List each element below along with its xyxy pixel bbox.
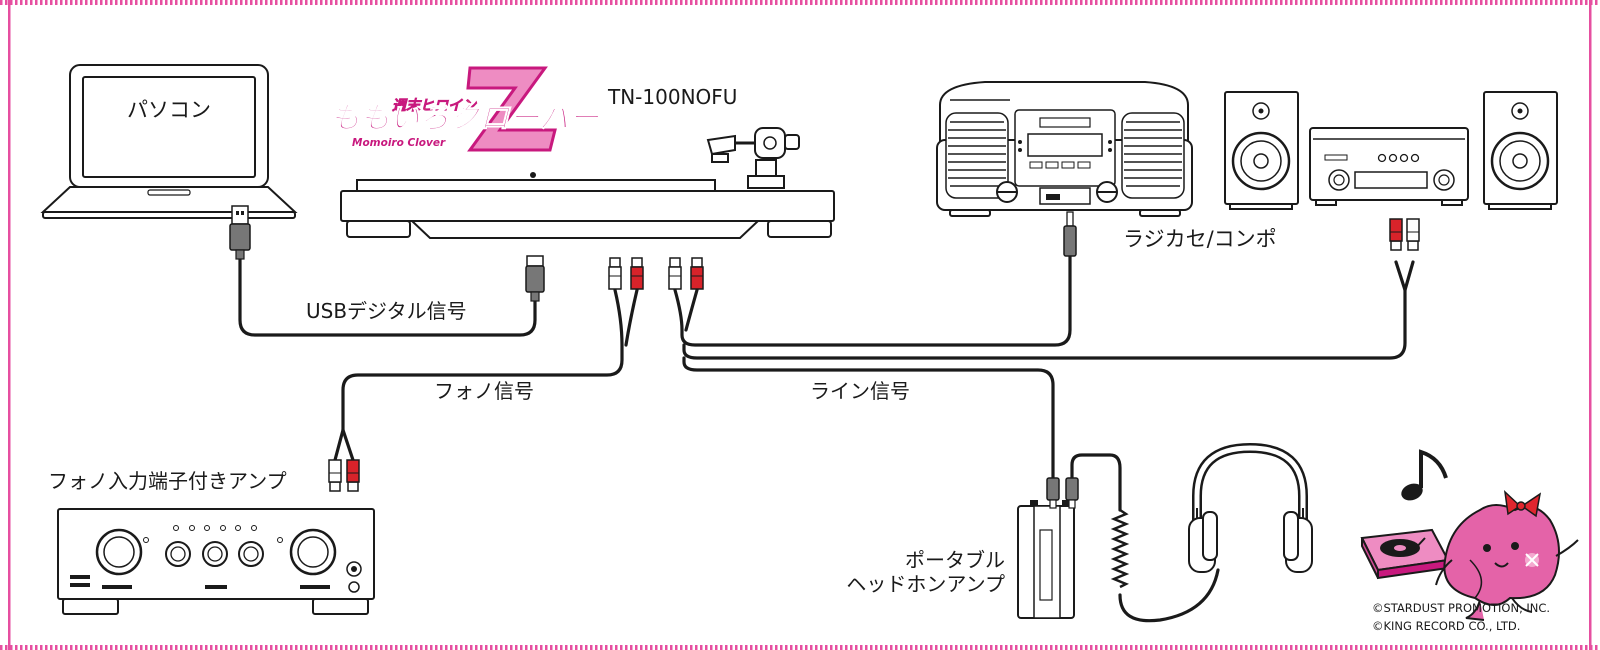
headphones-device	[1188, 442, 1313, 573]
momoclo-logo: 週末ヒロイン ももいろクローバー Momoiro Clover	[330, 66, 601, 152]
line-rca-plugs	[668, 257, 704, 290]
line-cable	[673, 254, 1415, 480]
pc-label: パソコン	[127, 98, 211, 122]
radio-label: ラジカセ/コンポ	[1123, 227, 1277, 251]
radio-cassette-device: ラジカセ/コンポ	[936, 81, 1277, 251]
usb-cable	[238, 256, 537, 337]
headphone-cable	[1070, 453, 1220, 623]
mascot-illustration	[1360, 449, 1579, 621]
copyright-line-2: ©KING RECORD CO., LTD.	[1372, 619, 1520, 633]
amp-rca-plugs	[328, 459, 360, 492]
portable-amp-label-2: ヘッドホンアンプ	[846, 572, 1005, 596]
logo-top-text: 週末ヒロイン	[392, 97, 477, 114]
amp-label: フォノ入力端子付きアンプ	[48, 469, 287, 493]
phono-amp-device: フォノ入力端子付きアンプ	[48, 469, 375, 615]
portable-headphone-amp-device: ポータブル ヘッドホンアンプ	[846, 500, 1075, 619]
portable-amp-label-1: ポータブル	[905, 548, 1005, 572]
ribbon-bow-icon	[1503, 490, 1542, 518]
phono-signal-label: フォノ信号	[434, 379, 534, 403]
radio-minijack	[1063, 211, 1077, 257]
copyright-line-1: ©STARDUST PROMOTION, INC.	[1372, 601, 1550, 615]
logo-main-text: ももいろクローバー	[330, 101, 600, 136]
phono-cable	[333, 288, 639, 462]
logo-sub-text: Momoiro Clover	[352, 137, 446, 149]
mini-turntable-icon	[1360, 528, 1450, 580]
portable-amp-minijacks	[1046, 477, 1079, 509]
laptop-device: パソコン	[40, 64, 298, 219]
music-note-icon	[1401, 449, 1448, 501]
usb-plug	[229, 205, 251, 260]
line-signal-label: ライン信号	[810, 379, 910, 403]
stereo-component-device	[1224, 91, 1558, 210]
usb-signal-label: USBデジタル信号	[306, 299, 467, 323]
component-rca-plugs	[1389, 218, 1420, 251]
model-name: TN-100NOFU	[607, 85, 737, 109]
turntable-device: TN-100NOFU	[340, 85, 835, 239]
phono-rca-plugs	[608, 257, 644, 290]
turntable-usb-connector	[525, 255, 545, 302]
